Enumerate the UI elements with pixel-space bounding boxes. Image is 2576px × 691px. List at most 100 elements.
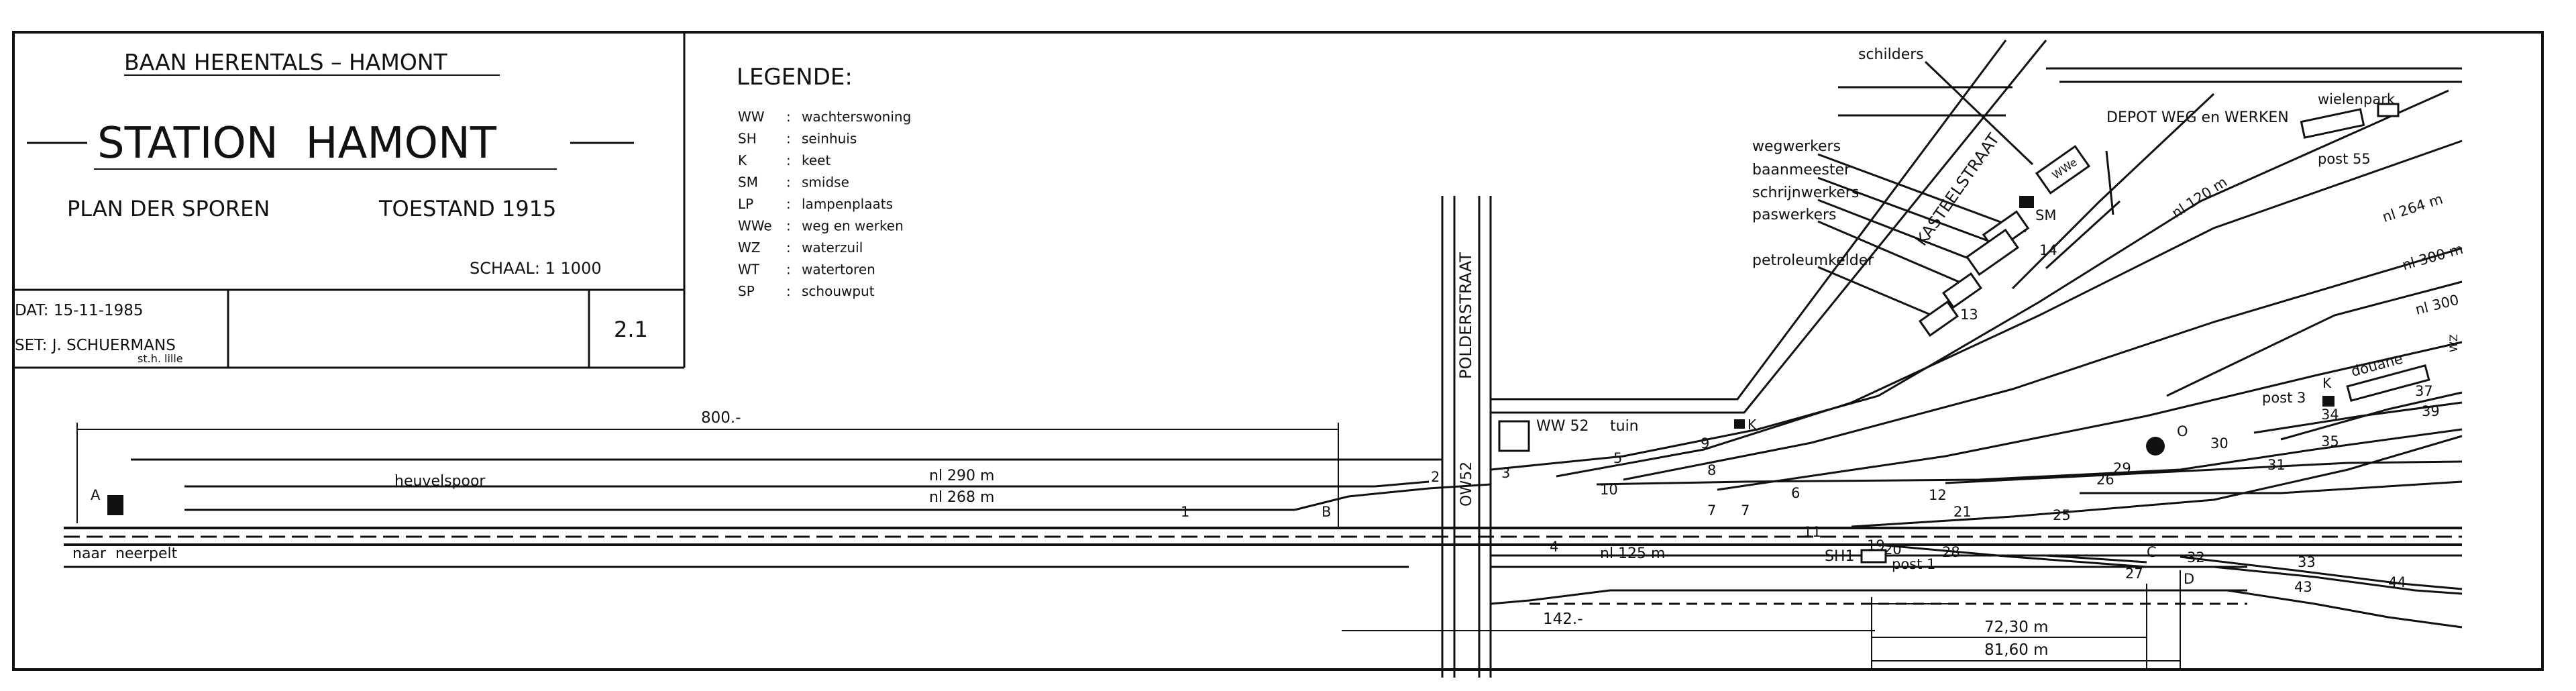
track-line (1294, 483, 1491, 511)
track-line (2045, 554, 2147, 564)
switch-number-n1: 1 (1181, 504, 1189, 520)
switch-number-n20: 20 (1884, 541, 1902, 557)
switch-number-n7b: 7 (1741, 502, 1750, 519)
legend-code: SP (738, 283, 755, 299)
post55-building (2377, 103, 2400, 117)
label-tuin: tuin (1610, 418, 1639, 435)
label-wz: WZ (2447, 334, 2460, 352)
legend-code: LP (738, 196, 753, 212)
legend-separator: : (786, 240, 791, 256)
track-length-300b: nl 300 (2414, 292, 2461, 318)
dimension-142-label: 142.- (1543, 610, 1583, 628)
track-line (1556, 140, 2463, 478)
switch-number-n44: 44 (2388, 574, 2406, 590)
legend-code: SM (738, 174, 758, 191)
buildings (107, 103, 2430, 564)
switch-number-n31: 31 (2267, 457, 2286, 473)
legend-code: WW (738, 109, 765, 125)
switch-number-n26: 26 (2096, 472, 2114, 488)
leader-line (1817, 199, 1986, 266)
track-line (2180, 555, 2463, 590)
legend-separator: : (786, 283, 791, 299)
switch-number-n5: 5 (1613, 450, 1622, 466)
switch-number-n27: 27 (2125, 566, 2143, 582)
title-block: BAAN HERENTALS – HAMONT STATION HAMONT P… (13, 32, 686, 369)
switch-number-n4: 4 (1550, 539, 1558, 555)
plan-label: PLAN DER SPOREN (67, 196, 270, 221)
switch-number-n3: 3 (1501, 465, 1510, 481)
legend-description: schouwput (802, 283, 875, 299)
line-name: BAAN HERENTALS – HAMONT (124, 49, 448, 75)
schrijnwerkers-building (1966, 228, 2019, 276)
heuvelspoor-label: heuvelspoor (394, 473, 486, 490)
switch-number-B: B (1322, 504, 1331, 520)
legend-description: lampenplaats (802, 196, 893, 212)
dimension-800-label: 800.- (701, 409, 741, 427)
track-line (1878, 543, 2247, 568)
street-label-overweg: OW52 (1458, 462, 1475, 507)
switch-number-n11: 11 (1803, 524, 1821, 540)
track-line (2045, 200, 2121, 270)
label-wegwerkers: wegwerkers (1752, 138, 1841, 155)
switch-number-n21: 21 (1953, 504, 1972, 520)
leader-line (2105, 150, 2114, 215)
track-line (2226, 589, 2463, 629)
label-post3: post 3 (2262, 390, 2306, 406)
station-title: STATION HAMONT (97, 119, 497, 168)
legend-description: waterzuil (802, 240, 863, 256)
legend-description: keet (802, 152, 830, 168)
track-line (2280, 391, 2463, 441)
switch-number-n6: 6 (1791, 485, 1800, 501)
leader-line (1817, 176, 2000, 246)
track-line (1490, 589, 2247, 605)
water-column (2146, 437, 2165, 456)
switch-number-n43: 43 (2294, 579, 2312, 595)
switch-number-n10: 10 (1600, 482, 1618, 498)
track-line (2011, 93, 2215, 290)
author-sub-label: st.h. lille (138, 352, 183, 365)
label-ww52: WW 52 (1536, 418, 1589, 435)
naar-neerpelt-label: naar neerpelt (72, 545, 178, 562)
legend-code: WZ (738, 240, 760, 256)
date-label: DAT: 15-11-1985 (15, 302, 144, 319)
switch-number-n28: 28 (1942, 544, 1960, 560)
switch-number-n12: 12 (1929, 487, 1947, 503)
petroleumkelder-building (1918, 300, 1960, 337)
track-line (2166, 280, 2463, 397)
label-sh1: SH1 (1825, 548, 1855, 565)
label-depot: DEPOT WEG en WERKEN (2106, 109, 2289, 126)
track-line (1851, 435, 2463, 528)
switch-number-n35: 35 (2321, 433, 2339, 449)
scale-label: SCHAAL: 1 1000 (470, 259, 602, 278)
keet-1 (1734, 419, 1745, 429)
paswerkers-building (1941, 272, 1983, 309)
switch-number-n37: 37 (2415, 383, 2433, 399)
kasteelstraat-road-line (1491, 40, 2047, 414)
legend-separator: : (786, 152, 791, 168)
track-line (1490, 89, 2449, 471)
label-post1: post 1 (1892, 556, 1935, 572)
legend-separator: : (786, 109, 791, 125)
dimension-72-label: 72,30 m (1984, 619, 2049, 636)
track-length-300a: nl 300 m (2400, 241, 2465, 274)
switch-number-C: C (2147, 544, 2157, 560)
legend-separator: : (786, 218, 791, 234)
sh1-building (1860, 549, 1887, 564)
label-sm: SM (2035, 207, 2056, 223)
street-label-polderstraat: POLDERSTRAAT (1456, 252, 1475, 379)
legend-code: WWe (738, 218, 772, 234)
drawing-frame (12, 31, 2544, 671)
track-line (2213, 566, 2463, 595)
leader-line (1817, 153, 2027, 233)
switch-number-n2: 2 (1431, 469, 1440, 485)
legend-description: wachterswoning (802, 109, 911, 125)
wielenpark-building (2300, 108, 2365, 139)
legend-code: K (738, 152, 747, 168)
track-line (1717, 341, 2463, 491)
legend-description: watertoren (802, 262, 875, 278)
legend-separator: : (786, 196, 791, 212)
track-line (2080, 480, 2463, 494)
switch-number-D: D (2184, 571, 2194, 587)
